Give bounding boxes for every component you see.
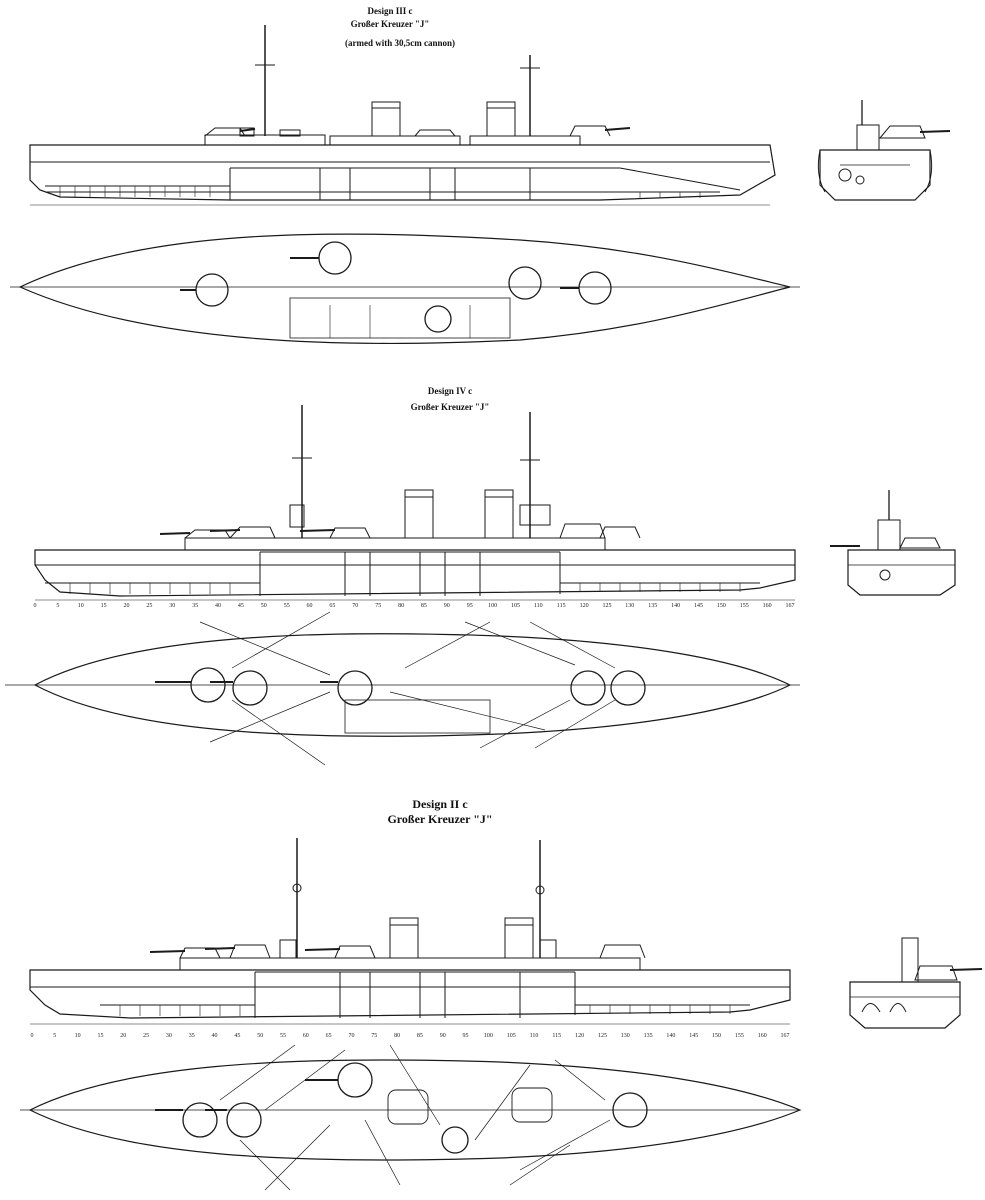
design-2c-frame-number: 65 bbox=[326, 1033, 332, 1039]
design-2c-subtitle: Großer Kreuzer "J" bbox=[387, 812, 493, 826]
design-2c-frame-number: 55 bbox=[280, 1033, 286, 1039]
design-2c-frame-number: 35 bbox=[189, 1033, 195, 1039]
design-4c-frame-number: 130 bbox=[625, 603, 634, 609]
design-4c-frame-number: 90 bbox=[444, 603, 450, 609]
design-4c-frame-number: 60 bbox=[307, 603, 313, 609]
design-4c-frame-number: 5 bbox=[56, 603, 59, 609]
design-4c-top-plan bbox=[5, 611, 800, 766]
design-2c-frame-number: 30 bbox=[166, 1033, 172, 1039]
design-2c-frame-scale: 0 5 10 15 20 25 30 35 40 45 50 55 60 65 70 75 80 85 90 95 10… bbox=[31, 1033, 790, 1039]
design-2c-frame-number: 130 bbox=[621, 1033, 630, 1039]
design-2c-top-plan bbox=[20, 1044, 802, 1191]
design-2c-frame-number: 70 bbox=[349, 1033, 355, 1039]
design-2c-frame-number: 120 bbox=[575, 1033, 584, 1039]
design-2c-frame-number: 115 bbox=[552, 1033, 561, 1039]
design-4c-side-profile bbox=[34, 405, 796, 601]
design-2c-frame-number: 75 bbox=[371, 1033, 377, 1039]
design-4c-frame-number: 65 bbox=[329, 603, 335, 609]
design-4c-frame-number: 35 bbox=[192, 603, 198, 609]
design-4c-subtitle: Großer Kreuzer "J" bbox=[410, 402, 490, 412]
design-2c-frame-number: 167 bbox=[781, 1033, 790, 1039]
design-4c-frame-number: 160 bbox=[763, 603, 772, 609]
design-3c-subtitle: Großer Kreuzer "J" bbox=[350, 19, 430, 29]
design-4c-frame-number: 15 bbox=[101, 603, 107, 609]
design-2c-frame-number: 40 bbox=[212, 1033, 218, 1039]
design-4c-title: Design IV c bbox=[427, 386, 473, 396]
design-3c-note: (armed with 30,5cm cannon) bbox=[345, 38, 455, 48]
design-2c-frame-number: 140 bbox=[666, 1033, 675, 1039]
design-2c-frame-number: 110 bbox=[530, 1033, 539, 1039]
design-4c-frame-number: 70 bbox=[352, 603, 358, 609]
design-2c-frame-number: 45 bbox=[234, 1033, 240, 1039]
design-4c-frame-number: 140 bbox=[671, 603, 680, 609]
design-2c-frame-number: 15 bbox=[98, 1033, 104, 1039]
design-2c-frame-number: 100 bbox=[484, 1033, 493, 1039]
design-4c-frame-number: 120 bbox=[580, 603, 589, 609]
design-4c-frame-number: 100 bbox=[488, 603, 497, 609]
design-3c-side-profile bbox=[29, 25, 776, 206]
design-4c-frame-number: 110 bbox=[534, 603, 543, 609]
design-4c-frame-number: 50 bbox=[261, 603, 267, 609]
design-3c-title: Design III c bbox=[367, 6, 413, 16]
design-4c-frame-number: 45 bbox=[238, 603, 244, 609]
design-4c-frame-scale: 0 5 10 15 20 25 30 35 40 45 50 55 60 65 70 75 80 85 90 95 10… bbox=[34, 603, 795, 609]
design-2c-frame-number: 125 bbox=[598, 1033, 607, 1039]
design-4c-cross-section bbox=[830, 490, 956, 596]
design-2c-side-profile bbox=[29, 838, 791, 1025]
design-4c-frame-number: 55 bbox=[284, 603, 290, 609]
design-2c-frame-number: 155 bbox=[735, 1033, 744, 1039]
design-4c-frame-number: 135 bbox=[648, 603, 657, 609]
design-4c-frame-number: 10 bbox=[78, 603, 84, 609]
design-2c-frame-number: 85 bbox=[417, 1033, 423, 1039]
design-2c-title: Design II c bbox=[412, 797, 468, 811]
design-4c-frame-number: 85 bbox=[421, 603, 427, 609]
design-2c-frame-number: 80 bbox=[394, 1033, 400, 1039]
design-4c-frame-number: 30 bbox=[169, 603, 175, 609]
design-2c-frame-number: 135 bbox=[644, 1033, 653, 1039]
design-2c-frame-number: 150 bbox=[712, 1033, 721, 1039]
design-4c-frame-number: 145 bbox=[694, 603, 703, 609]
design-2c-frame-number: 0 bbox=[31, 1033, 34, 1039]
design-4c-frame-number: 115 bbox=[557, 603, 566, 609]
design-2c-frame-number: 60 bbox=[303, 1033, 309, 1039]
design-4c-frame-number: 155 bbox=[740, 603, 749, 609]
design-4c-frame-number: 40 bbox=[215, 603, 221, 609]
design-4c-frame-number: 25 bbox=[146, 603, 152, 609]
design-4c-frame-number: 75 bbox=[375, 603, 381, 609]
design-2c-frame-number: 20 bbox=[120, 1033, 126, 1039]
design-2c-frame-number: 105 bbox=[507, 1033, 516, 1039]
design-4c-frame-number: 150 bbox=[717, 603, 726, 609]
design-3c-top-plan bbox=[10, 233, 800, 345]
design-3c-cross-section bbox=[817, 100, 951, 201]
design-2c-frame-number: 160 bbox=[758, 1033, 767, 1039]
design-4c-frame-number: 20 bbox=[124, 603, 130, 609]
design-2c-frame-number: 5 bbox=[53, 1033, 56, 1039]
design-4c-frame-number: 125 bbox=[603, 603, 612, 609]
design-2c-frame-number: 50 bbox=[257, 1033, 263, 1039]
design-4c-frame-number: 95 bbox=[467, 603, 473, 609]
design-2c-cross-section bbox=[849, 937, 983, 1029]
design-4c-frame-number: 80 bbox=[398, 603, 404, 609]
design-2c-frame-number: 90 bbox=[440, 1033, 446, 1039]
design-2c-frame-number: 145 bbox=[689, 1033, 698, 1039]
design-2c-frame-number: 25 bbox=[143, 1033, 149, 1039]
design-4c-frame-number: 167 bbox=[786, 603, 795, 609]
design-4c-frame-number: 0 bbox=[34, 603, 37, 609]
design-4c-frame-number: 105 bbox=[511, 603, 520, 609]
design-2c-frame-number: 10 bbox=[75, 1033, 81, 1039]
design-2c-frame-number: 95 bbox=[463, 1033, 469, 1039]
